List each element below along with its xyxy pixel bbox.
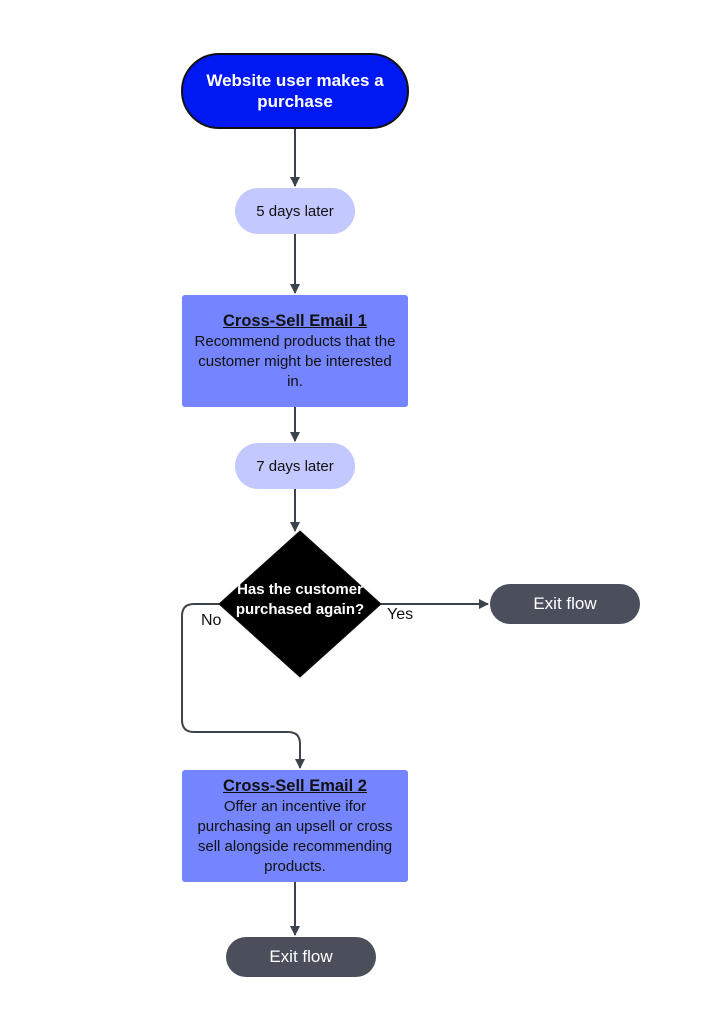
decision-diamond — [218, 530, 382, 678]
edge-label-no: No — [201, 612, 222, 629]
decision-node-text: Has the customer purchased again? — [230, 548, 370, 652]
start-node-text: Website user makes a purchase — [206, 71, 384, 111]
delay-node-text: 5 days later — [256, 202, 334, 220]
exit-node-text: Exit flow — [269, 947, 333, 966]
edge-label-yes: Yes — [387, 606, 414, 623]
exit-node-end: Exit flow — [226, 937, 376, 977]
email-node-1: Cross-Sell Email 1 Recommend products th… — [182, 295, 408, 407]
exit-node-yes: Exit flow — [490, 584, 640, 624]
decision-question: Has the customer purchased again? — [235, 581, 365, 618]
connector-decision-no — [181, 603, 305, 769]
delay-node-5-days: 5 days later — [235, 188, 355, 234]
email-node-title: Cross-Sell Email 2 — [223, 776, 367, 795]
start-node: Website user makes a purchase — [181, 53, 409, 129]
delay-node-text: 7 days later — [256, 457, 334, 475]
delay-node-7-days: 7 days later — [235, 443, 355, 489]
exit-node-text: Exit flow — [533, 594, 597, 613]
email-node-body: Offer an incentive ifor purchasing an up… — [197, 797, 393, 875]
email-node-body: Recommend products that the customer mig… — [194, 332, 396, 390]
email-node-title: Cross-Sell Email 1 — [223, 311, 367, 330]
email-node-2: Cross-Sell Email 2 Offer an incentive if… — [182, 770, 408, 882]
